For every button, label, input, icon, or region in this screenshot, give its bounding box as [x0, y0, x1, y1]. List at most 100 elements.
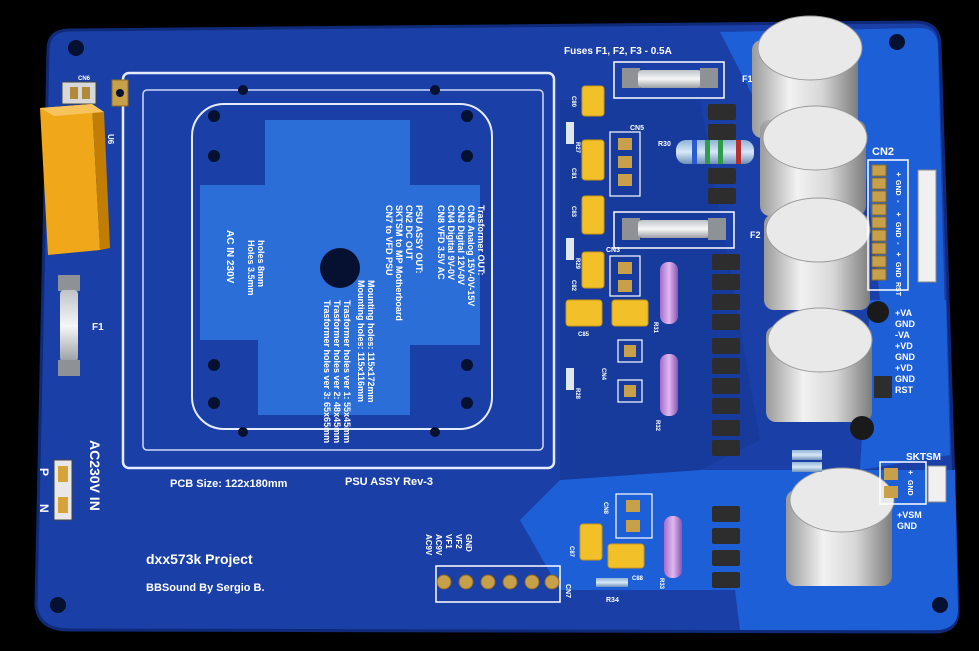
fuses-note: Fuses F1, F2, F3 - 0.5A [564, 46, 672, 57]
note-line: Mounting holes: 115x116mm [356, 280, 366, 402]
f1-label: F1 [92, 322, 104, 333]
transformer-notes-3: Trasformer holes ver 1: 55x45mm Trasform… [322, 300, 352, 443]
note-line: AC IN 230V [224, 230, 235, 284]
svg-text:GND: GND [464, 534, 473, 552]
project-label: dxx573k Project [146, 551, 253, 567]
svg-text:GND: GND [895, 374, 916, 384]
svg-text:GND: GND [894, 222, 901, 238]
ac-in-label-group: AC230V IN [87, 440, 103, 511]
svg-text:AC9V: AC9V [424, 534, 433, 556]
svg-text:CN5: CN5 [630, 125, 644, 132]
vsm-gnd-label: GND [897, 521, 918, 531]
svg-text:+: + [894, 172, 903, 177]
cn2-pads [871, 164, 887, 281]
cn2-label: CN2 [872, 146, 894, 158]
f1-top-label: F1 [742, 74, 753, 84]
cn2-pin-labels: + GND - + GND - + GND RST [894, 172, 903, 297]
svg-text:CN3: CN3 [606, 247, 620, 254]
svg-text:R32: R32 [654, 420, 660, 432]
svg-text:RST: RST [895, 385, 914, 395]
svg-text:R27: R27 [574, 142, 580, 154]
diodes [708, 104, 740, 588]
cn6-connector [61, 81, 97, 105]
assy-label: PSU ASSY Rev-3 [345, 476, 433, 488]
mounting-holes [50, 34, 948, 613]
ac-in-label: AC230V IN [87, 440, 103, 511]
svg-text:R31: R31 [652, 322, 658, 334]
transformer-connectors: CN5 CN3 CN4 CN8 [600, 125, 653, 539]
svg-text:C88: C88 [632, 576, 644, 582]
f2-label: F2 [750, 230, 761, 240]
svg-text:GND: GND [895, 352, 916, 362]
pcb-size-label: PCB Size: 122x180mm [170, 478, 288, 490]
svg-text:C81: C81 [570, 168, 576, 180]
note-line: CN7 to VFD PSU [384, 205, 394, 276]
cn7-pin-labels: GND VF2 VF1 AC9V AC9V [424, 534, 473, 556]
note-line: CN3 Digital 12V-0V [456, 205, 466, 285]
transformer-notes-4: holes 8mm Holes 3.5mm [246, 240, 266, 296]
svg-text:C87: C87 [568, 546, 574, 558]
svg-text:-: - [894, 200, 903, 203]
fuse-f1 [58, 275, 80, 376]
svg-text:R28: R28 [574, 388, 580, 400]
note-line: PSU ASSY OUT: [414, 205, 424, 274]
u6-label: U6 [106, 134, 115, 145]
svg-text:R33: R33 [658, 578, 664, 590]
smd-resistors-sktsm [792, 450, 822, 472]
transformer-outline-outer [121, 71, 556, 470]
note-line: CN2 DC OUT [404, 205, 414, 261]
note-line: Trasformer holes ver 3: 65x65mm [322, 300, 332, 443]
svg-text:+: + [894, 212, 903, 217]
transformer-outline-inner [142, 89, 544, 451]
relay-u6 [40, 104, 110, 255]
note-line: CN8 VFD 3.5V AC [436, 205, 446, 280]
svg-text:CN4: CN4 [600, 368, 606, 381]
transformer-core-outline [191, 103, 493, 430]
cn7-pads [436, 574, 560, 590]
svg-text:R34: R34 [606, 597, 619, 604]
sktsm-pads: + GND [884, 465, 947, 503]
svg-text:+VD: +VD [895, 341, 913, 351]
svg-text:C85: C85 [578, 332, 590, 338]
note-line: Mounting holes: 115x172mm [366, 280, 376, 403]
svg-text:+: + [906, 470, 915, 475]
note-line: CN5 Analog 15V-0V-15V [466, 205, 476, 306]
vsm-label: +VSM [897, 510, 922, 520]
rail-labels: +VA GND -VA +VD GND +VD GND RST [895, 308, 916, 395]
transformer-notes: Trasformer OUT: CN5 Analog 15V-0V-15V CN… [384, 205, 486, 321]
svg-text:-VA: -VA [895, 330, 910, 340]
copper-pour-right [860, 300, 950, 470]
svg-text:+VA: +VA [895, 308, 913, 318]
svg-text:GND: GND [906, 480, 913, 496]
purple-resistors: R31 R32 R33 [652, 262, 682, 590]
resistor-r30 [676, 140, 754, 164]
svg-text:VF2: VF2 [454, 534, 463, 549]
film-capacitors [565, 85, 649, 569]
svg-text:GND: GND [894, 262, 901, 278]
cap-labels: C80 C81 C83 C82 C85 C87 C88 [568, 96, 644, 582]
n-label: N [37, 504, 51, 513]
svg-text:C82: C82 [570, 280, 576, 292]
sktsm-label: SKTSM [906, 452, 941, 463]
svg-text:GND: GND [895, 319, 916, 329]
svg-text:-: - [894, 242, 903, 245]
electrolytic-capacitors [752, 15, 895, 586]
smd-resistors: R27 R29 R28 R34 [566, 122, 628, 604]
small-electrolytics [850, 301, 892, 440]
note-line: Holes 3.5mm [246, 240, 256, 296]
cn7-outline [435, 565, 561, 603]
svg-text:+VD: +VD [895, 363, 913, 373]
fuse-f1-top [613, 61, 725, 99]
transformer-notes-2: Mounting holes: 115x172mm Mounting holes… [356, 280, 376, 403]
earth-pad [111, 79, 129, 107]
cn6-label: CN6 [78, 76, 91, 82]
note-line: holes 8mm [256, 240, 266, 287]
cn2-outline [867, 159, 909, 291]
svg-text:C83: C83 [570, 206, 576, 218]
svg-text:C80: C80 [570, 96, 576, 108]
note-line: SKTSM to MP Motherboard [394, 205, 404, 321]
svg-text:AC9V: AC9V [434, 534, 443, 556]
note-line: Trasformer holes ver 1: 55x45mm [342, 300, 352, 443]
